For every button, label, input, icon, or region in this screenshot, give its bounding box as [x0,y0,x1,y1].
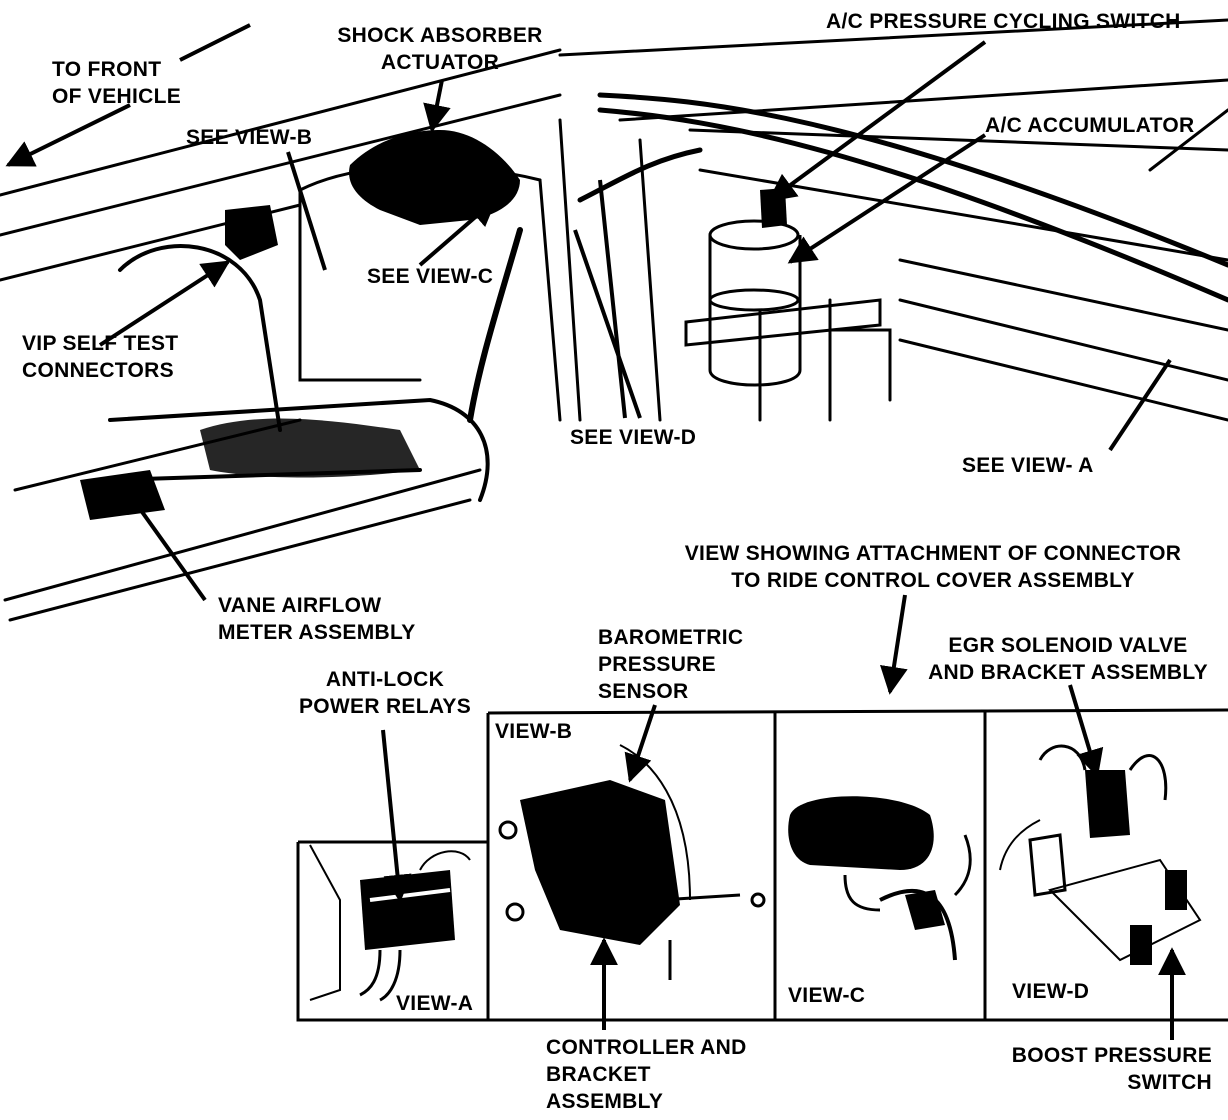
label-see-view-a: SEE VIEW- A [962,454,1094,477]
label-see-view-b: SEE VIEW-B [186,126,313,149]
label-egr-solenoid-valve: EGR SOLENOID VALVE AND BRACKET ASSEMBLY [912,632,1224,686]
antilock-line-2: POWER RELAYS [298,695,472,718]
label-boost-pressure-switch: BOOST PRESSURE SWITCH [990,1042,1212,1096]
label-view-a: VIEW-A [396,992,474,1015]
baro-line-1: BAROMETRIC [598,626,744,649]
label-see-view-d: SEE VIEW-D [570,426,697,449]
label-barometric-pressure-sensor: BAROMETRIC PRESSURE SENSOR [598,624,743,705]
label-anti-lock-power-relays: ANTI-LOCK POWER RELAYS [285,666,485,720]
baro-line-2: PRESSURE [598,653,716,676]
label-view-d: VIEW-D [1012,980,1090,1003]
label-view-c: VIEW-C [788,984,866,1007]
vane-airflow-block [80,470,165,520]
label-to-front-of-vehicle: TO FRONT OF VEHICLE [52,56,181,110]
engine-bay-linework [0,18,1228,622]
shock-line-2: ACTUATOR [380,51,500,74]
center-harness-bundle [200,418,420,478]
view-a-art [309,844,471,1002]
leader-lines [5,23,1172,695]
view-showing-line-1: VIEW SHOWING ATTACHMENT OF CONNECTOR [684,542,1182,565]
controller-line-2: BRACKET [546,1063,651,1086]
boost-line-1: BOOST PRESSURE [1011,1044,1212,1067]
label-vane-airflow-meter-assembly: VANE AIRFLOW METER ASSEMBLY [218,592,416,646]
vane-line-2: METER ASSEMBLY [218,621,416,644]
ac-switch-connector [760,188,787,228]
label-ac-pressure-cycling-switch: A/C PRESSURE CYCLING SWITCH [826,10,1181,33]
baro-line-3: SENSOR [598,680,689,703]
vip-connector-drawing [225,205,278,260]
label-see-view-c: SEE VIEW-C [367,265,494,288]
ac-accumulator-drawing [684,219,882,387]
inset-leader-lines [381,684,1186,1040]
inset-frames [296,708,1228,1022]
shock-absorber-actuator-drawing [349,130,520,225]
egr-line-1: EGR SOLENOID VALVE [948,634,1188,657]
label-controller-and-bracket-assembly: CONTROLLER AND BRACKET ASSEMBLY [546,1034,747,1115]
shock-line-1: SHOCK ABSORBER [337,24,543,47]
label-vip-self-test-connectors: VIP SELF TEST CONNECTORS [22,330,178,384]
label-ac-accumulator: A/C ACCUMULATOR [985,114,1195,137]
view-d-art [999,744,1202,965]
egr-line-2: AND BRACKET ASSEMBLY [928,661,1208,684]
controller-line-1: CONTROLLER AND [546,1036,747,1059]
vane-line-1: VANE AIRFLOW [218,594,382,617]
view-b-art [498,744,766,980]
label-shock-absorber-actuator: SHOCK ABSORBER ACTUATOR [320,22,560,76]
boost-line-2: SWITCH [1127,1071,1212,1094]
vip-line-1: VIP SELF TEST [22,332,179,355]
vip-line-2: CONNECTORS [22,359,174,382]
to-front-line-1: TO FRONT [52,58,162,81]
to-front-line-2: OF VEHICLE [52,85,182,108]
view-c-art [788,796,972,961]
controller-line-3: ASSEMBLY [546,1090,664,1113]
label-view-b: VIEW-B [495,720,573,743]
label-view-showing-attachment: VIEW SHOWING ATTACHMENT OF CONNECTOR TO … [650,540,1216,594]
view-showing-line-2: TO RIDE CONTROL COVER ASSEMBLY [731,569,1135,592]
antilock-line-1: ANTI-LOCK [325,668,445,691]
